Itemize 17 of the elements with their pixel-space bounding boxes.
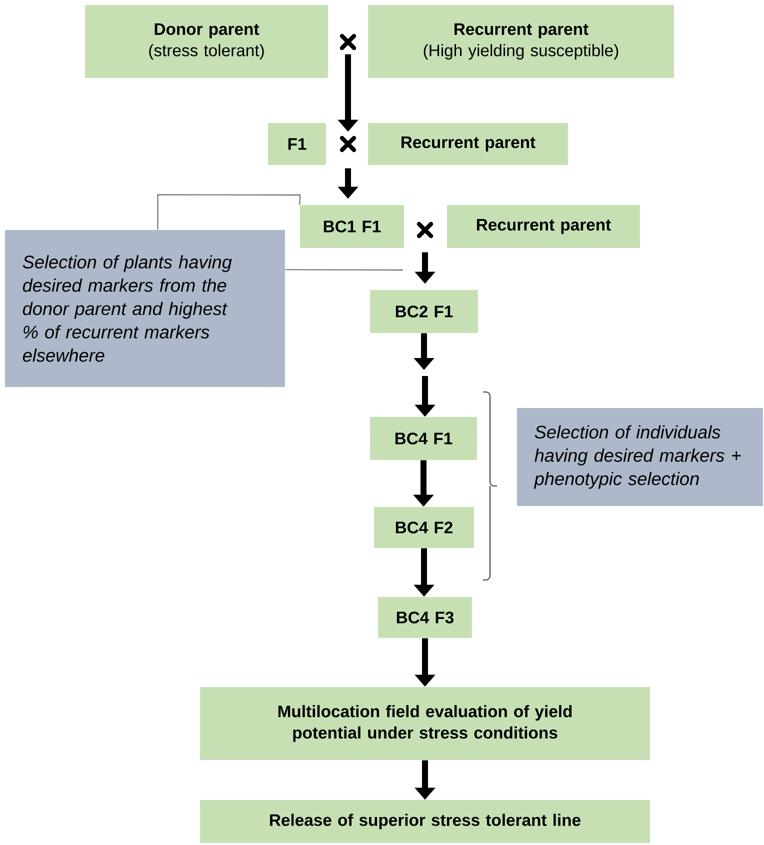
process-box: Recurrent parent — [368, 123, 568, 165]
process-box: Multilocation field evaluation of yield potential under stress conditions — [200, 686, 650, 760]
process-box: Recurrent parent (High yielding susceptible) — [368, 4, 674, 78]
process-box: BC1 F1 — [300, 205, 404, 248]
cross-mark — [340, 136, 356, 152]
process-box: BC4 F2 — [374, 506, 474, 548]
process-box: BC4 F3 — [378, 596, 472, 638]
process-box: Recurrent parent — [446, 205, 640, 248]
process-box: BC4 F1 — [370, 417, 477, 460]
process-box: Donor parent (stress tolerant) — [85, 4, 328, 78]
process-box: BC2 F1 — [370, 290, 478, 333]
note-box: Selection of individuals having desired markers + phenotypic selection — [517, 408, 763, 506]
cross-mark — [416, 222, 434, 238]
process-box: Release of superior stress tolerant line — [200, 800, 650, 843]
note-box: Selection of plants having desired markers from the donor parent and highest % of recurrent markers elsewhere — [5, 230, 285, 388]
cross-mark — [340, 34, 356, 50]
process-box: F1 — [268, 123, 326, 165]
